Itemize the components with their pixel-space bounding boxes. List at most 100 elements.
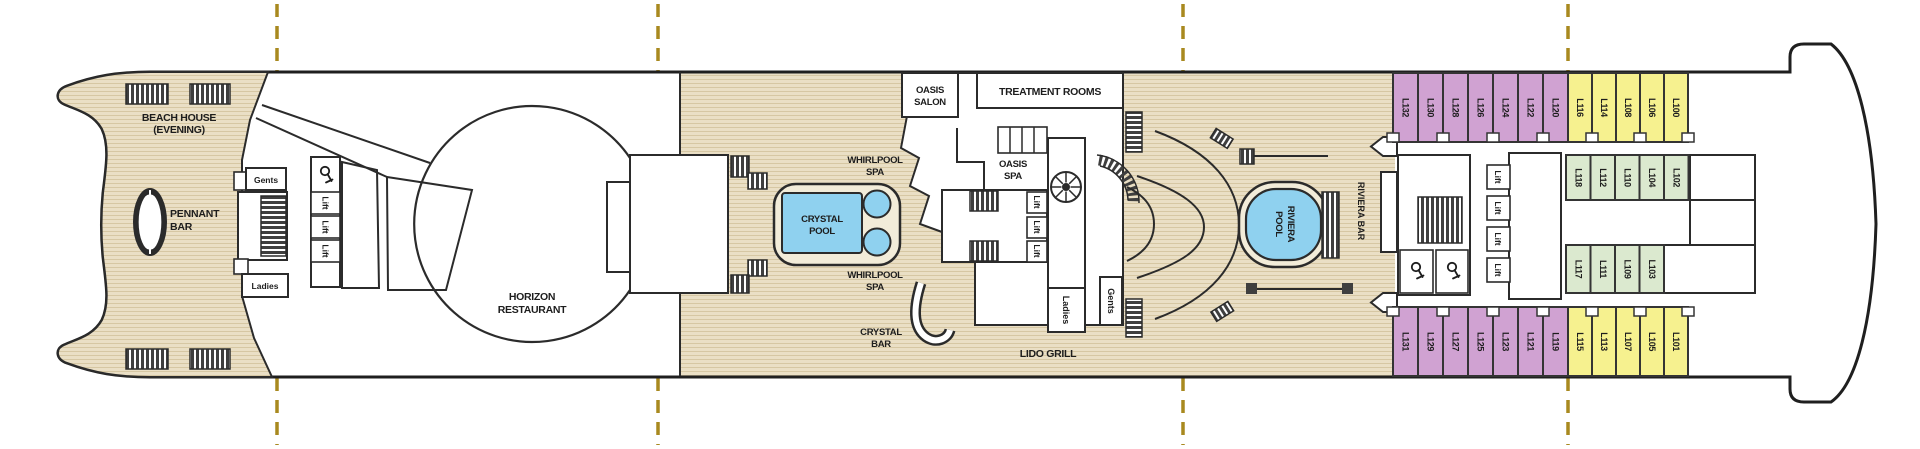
- cabin-number: L126: [1476, 98, 1486, 117]
- stairs: [969, 190, 999, 212]
- lido-grill-label: LIDO GRILL: [1020, 348, 1077, 360]
- cabin-L103[interactable]: [1638, 244, 1665, 294]
- cabin-number: L124: [1501, 98, 1511, 117]
- cabin-L123[interactable]: [1492, 306, 1519, 377]
- lift: [1486, 195, 1511, 221]
- cabin-number: L106: [1647, 98, 1657, 117]
- deck-steps: [125, 348, 169, 370]
- horizon-restaurant-label: HORIZON: [509, 291, 555, 303]
- spa-wall: [956, 128, 985, 190]
- cabin-door-notch: [1681, 132, 1695, 143]
- riviera-pool: [1244, 187, 1323, 262]
- cabin-door-notch: [1585, 132, 1599, 143]
- crystal-pool: [781, 192, 863, 254]
- lift-label: Lift: [321, 220, 331, 233]
- cabin-L128[interactable]: [1442, 72, 1469, 143]
- cabin-L124[interactable]: [1492, 72, 1519, 143]
- stairs: [260, 195, 287, 257]
- deck-steps: [189, 83, 231, 105]
- lift-label: Lift: [1493, 263, 1503, 276]
- stage-block: [629, 154, 729, 294]
- whirlpool-spa-label: WHIRLPOOL: [847, 270, 903, 281]
- whirlpool-spa-label2: SPA: [866, 167, 884, 178]
- cabin-number: L115: [1575, 332, 1585, 351]
- cabin-door-notch: [1486, 306, 1500, 317]
- cabin-number: L117: [1573, 260, 1583, 279]
- gents-room: [245, 167, 287, 191]
- stage-wing: [606, 181, 631, 273]
- whirlpool-spa-label2: SPA: [866, 282, 884, 293]
- cabin-L132[interactable]: [1392, 72, 1419, 143]
- spa-corridor: [1047, 137, 1086, 333]
- cabin-door-notch: [1436, 306, 1450, 317]
- lift-label: Lift: [1032, 220, 1042, 233]
- cabin-number: L123: [1501, 332, 1511, 351]
- cabin-block-interior: Lift Lift Lift Lift: [1397, 73, 1756, 376]
- cabin-L107[interactable]: [1615, 306, 1641, 377]
- cabin-door-notch: [1436, 132, 1450, 143]
- lift: [1486, 226, 1511, 252]
- deck-stairs: [747, 259, 768, 277]
- cabin-number: L102: [1671, 168, 1681, 187]
- cabin-L116[interactable]: [1567, 72, 1593, 143]
- lift-label: Lift: [321, 244, 331, 257]
- cabin-L121[interactable]: [1517, 306, 1544, 377]
- deck-block: [1342, 283, 1353, 294]
- cabin-door-notch: [1633, 306, 1647, 317]
- beach-house-label2: (EVENING): [153, 124, 205, 136]
- cabin-L130[interactable]: [1417, 72, 1444, 143]
- cabin-number: L108: [1623, 98, 1633, 117]
- cabin-number: L111: [1598, 260, 1608, 278]
- cabin-number: L105: [1647, 332, 1657, 351]
- shower-icon: [1446, 261, 1461, 280]
- oasis-spa-label: OASIS: [999, 159, 1027, 170]
- cabin-number: L104: [1647, 168, 1657, 187]
- cabin-L126[interactable]: [1467, 72, 1494, 143]
- cabin-number: L120: [1551, 98, 1561, 117]
- shower-icon: [319, 165, 334, 184]
- cabin-door-notch: [1486, 132, 1500, 143]
- ladies-label: Ladies: [1061, 296, 1071, 325]
- cabin-L119[interactable]: [1542, 306, 1569, 377]
- deck-stairs: [747, 172, 768, 190]
- cabin-number: L113: [1599, 332, 1609, 351]
- oasis-spa-label2: SPA: [1004, 171, 1022, 182]
- stairs: [1417, 196, 1463, 244]
- deck-stairs: [730, 274, 750, 294]
- service-room: [341, 160, 381, 289]
- cabin-L104[interactable]: [1638, 154, 1665, 201]
- cabin-L120[interactable]: [1542, 72, 1569, 143]
- shower-icon: [1410, 261, 1425, 280]
- cabin-number: L100: [1671, 98, 1681, 117]
- lift: [1486, 164, 1511, 190]
- cabin-number: L112: [1598, 168, 1608, 187]
- oasis-salon-label2: SALON: [914, 97, 946, 108]
- crystal-bar-label: CRYSTAL: [860, 327, 902, 338]
- cabin-L100[interactable]: [1663, 72, 1689, 143]
- cabin-L102[interactable]: [1663, 154, 1690, 201]
- cabin-number: L103: [1647, 260, 1657, 279]
- ladies-room: [241, 273, 289, 298]
- cabin-number: L109: [1622, 260, 1632, 279]
- lift: [310, 215, 341, 239]
- deck-steps: [125, 83, 169, 105]
- cabin-L118[interactable]: [1565, 154, 1592, 201]
- cabin-L105[interactable]: [1639, 306, 1665, 377]
- stern-interior: Gents Ladies Lift Lift Lift: [233, 104, 474, 298]
- spa-complex: OASIS SALON TREATMENT ROOMS OASIS SPA Li…: [899, 72, 1140, 360]
- cabin-L101[interactable]: [1663, 306, 1689, 377]
- riviera-bar-label: RIVIERA BAR: [1356, 182, 1366, 241]
- deck-steps: [1209, 300, 1235, 323]
- forward-room: [1689, 199, 1756, 246]
- cabin-L122[interactable]: [1517, 72, 1544, 143]
- cabin-L109[interactable]: [1614, 244, 1641, 294]
- cabin-number: L130: [1426, 98, 1436, 117]
- deck-block: [1246, 283, 1257, 294]
- whirlpool-spa-bottom: [862, 227, 892, 257]
- cabin-number: L122: [1526, 98, 1536, 117]
- cabin-L115[interactable]: [1567, 306, 1593, 377]
- cabin-L108[interactable]: [1615, 72, 1641, 143]
